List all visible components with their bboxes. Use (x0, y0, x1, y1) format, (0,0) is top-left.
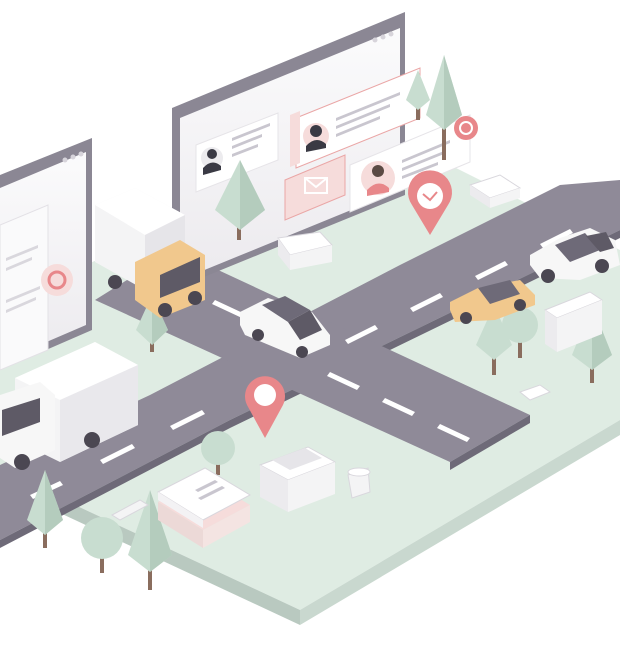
map-pin-icon (408, 170, 453, 235)
document-stack (156, 467, 252, 548)
tree-icon (201, 431, 235, 475)
parcel-box-icon (468, 174, 522, 208)
tree-icon (426, 55, 462, 160)
car-icon (450, 280, 535, 324)
mail-icon (304, 177, 328, 194)
bench (111, 499, 149, 521)
delivery-truck-icon (95, 188, 205, 318)
parcel-box-icon (258, 446, 337, 512)
tree-icon (27, 470, 63, 548)
car-icon (530, 228, 620, 283)
tree-icon (502, 307, 538, 358)
car-icon (240, 296, 330, 358)
user-avatar-icon (310, 125, 322, 137)
user-avatar-icon (207, 149, 217, 159)
delivery-truck-icon (0, 342, 138, 470)
tree-icon (128, 490, 172, 590)
parcel-box-icon (543, 291, 604, 352)
profile-card-3 (349, 114, 478, 213)
tree-icon (406, 70, 430, 120)
profile-card-2 (290, 67, 421, 169)
tree-icon (81, 517, 123, 573)
map-pin-icon (244, 376, 285, 438)
lane-markings (30, 229, 573, 499)
profile-card-1 (195, 112, 279, 193)
bin (347, 467, 371, 499)
tree-icon (476, 305, 512, 375)
parcel-box-icon (277, 231, 333, 270)
mail-card (284, 154, 346, 221)
user-avatar-icon (372, 165, 384, 177)
tree-icon (215, 160, 265, 240)
browser-window-left (0, 138, 92, 371)
small-parcel (518, 384, 552, 401)
